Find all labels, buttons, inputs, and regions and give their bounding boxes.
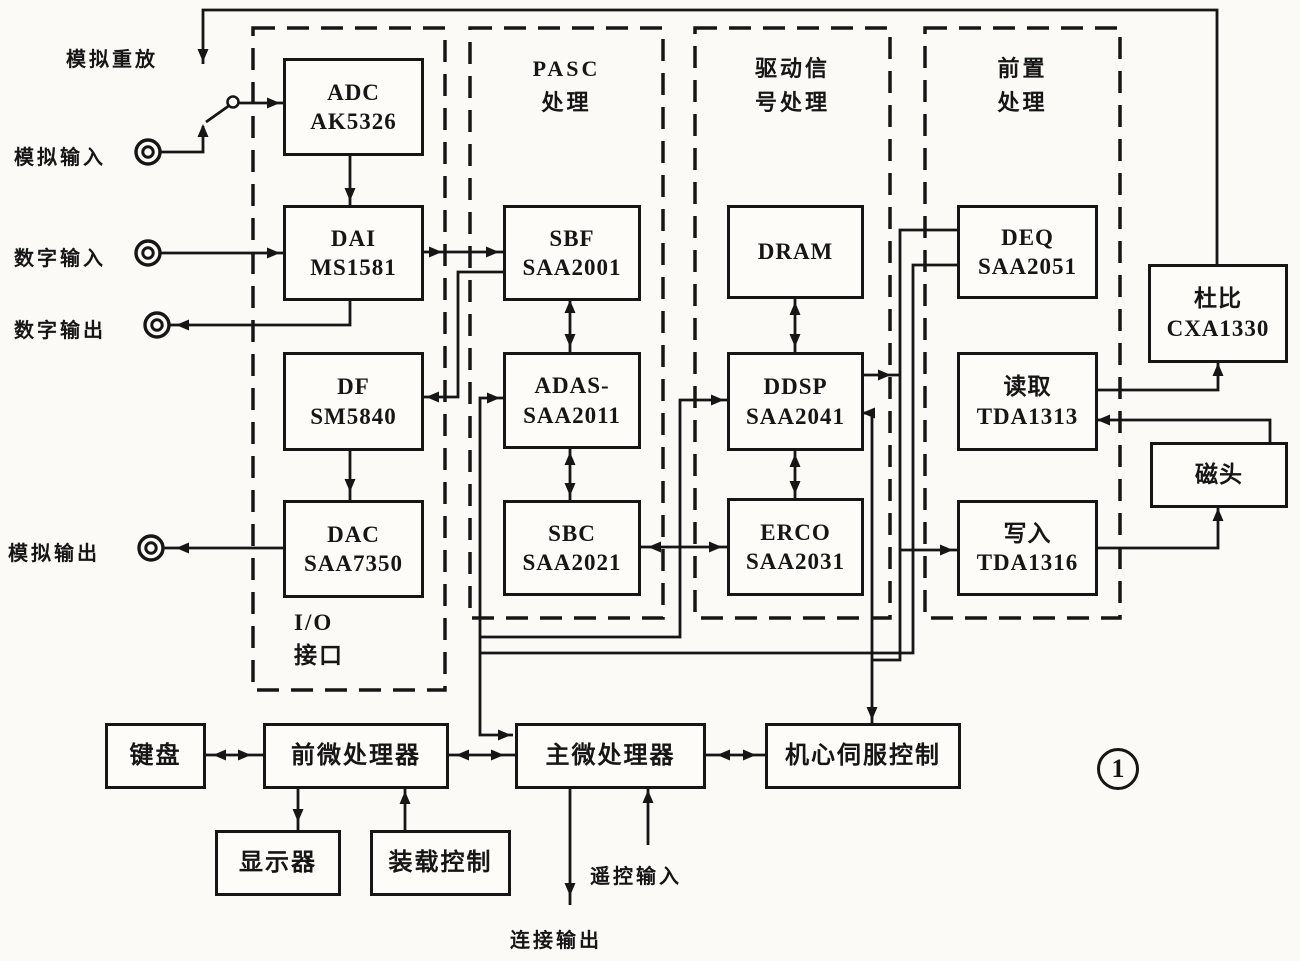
- pre-section-border: [923, 26, 1122, 620]
- pasc-section-border: [468, 26, 665, 620]
- servo-control-block: 机心伺服控制: [765, 723, 961, 789]
- main-mcu-block: 主微处理器: [515, 723, 706, 789]
- pre-section-label: 前置处理: [997, 56, 1048, 116]
- chip-dram: DRAM: [727, 205, 864, 299]
- analog-out-connector: [137, 534, 165, 562]
- connectors: [134, 138, 171, 562]
- link-out-label: 连接输出: [510, 930, 602, 952]
- front-mcu-block: 前微处理器: [263, 723, 449, 789]
- figure-number-badge: 1: [1097, 748, 1139, 790]
- analog-playback-label: 模拟重放: [66, 49, 158, 71]
- analog-in-label: 模拟输入: [14, 147, 106, 169]
- section-borders: [251, 26, 1122, 692]
- remote-in-label: 遥控输入: [590, 866, 682, 888]
- tape-head-block: 磁头: [1150, 442, 1288, 508]
- arrowheads: [176, 49, 1224, 896]
- digital-out-connector: [143, 311, 171, 339]
- digital-out-label: 数字输出: [14, 320, 106, 342]
- load-control-block: 装载控制: [370, 830, 511, 896]
- display-block: 显示器: [215, 830, 341, 896]
- analog-in-connector: [134, 138, 162, 166]
- keyboard-block: 键盘: [105, 723, 206, 789]
- analog-out-label: 模拟输出: [8, 543, 100, 565]
- drive-section-border: [693, 26, 892, 620]
- switch-pivot: [226, 95, 240, 109]
- drive-section-label: 驱动信号处理: [754, 56, 830, 116]
- digital-in-label: 数字输入: [14, 248, 106, 270]
- chip-adas: ADAS-SAA2011: [503, 352, 641, 449]
- digital-in-connector: [134, 239, 162, 267]
- io-section-border: [251, 26, 447, 692]
